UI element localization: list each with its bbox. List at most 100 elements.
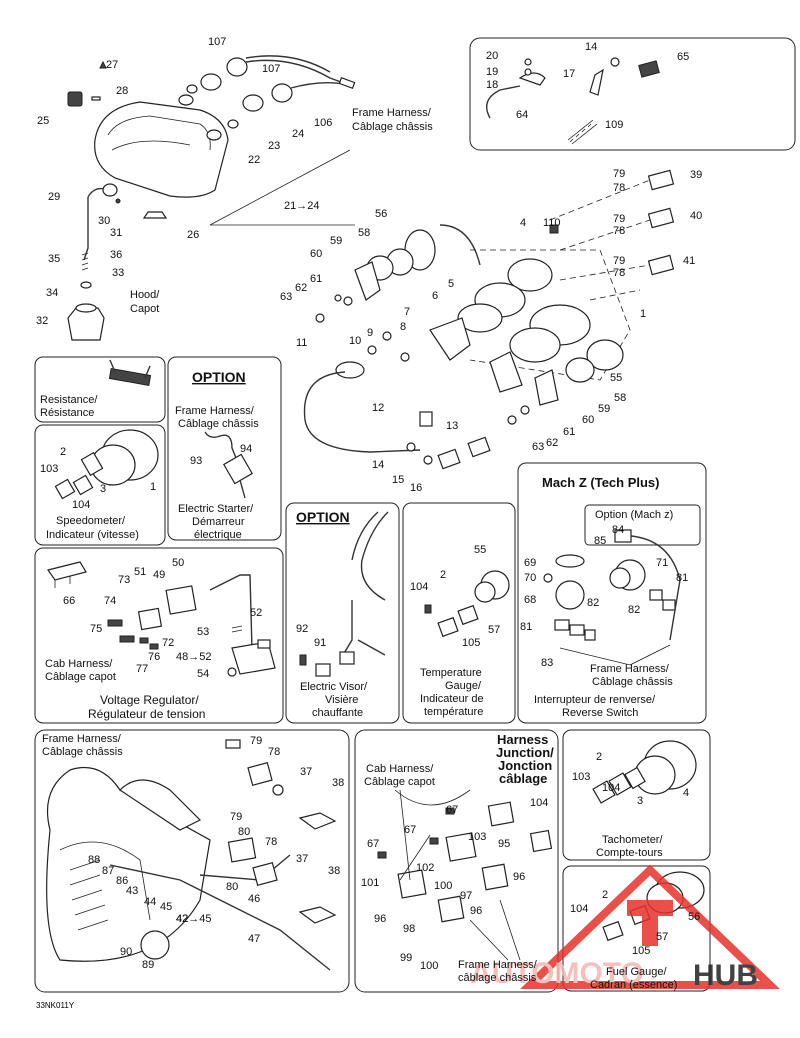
part-callout-13: 13 xyxy=(446,420,458,432)
part-callout-3-2: 3 xyxy=(637,795,643,807)
part-callout-61: 61 xyxy=(310,273,322,285)
part-callout-59: 59 xyxy=(330,235,342,247)
part-callout-14-2: 14 xyxy=(585,41,597,53)
part-callout-82: 82 xyxy=(587,597,599,609)
part-callout-96-3: 96 xyxy=(374,913,386,925)
part-callout-103-2: 103 xyxy=(40,463,58,475)
part-callout-9: 9 xyxy=(367,327,373,339)
mach-z-frame: Frame Harness/ xyxy=(590,663,670,675)
part-callout-107-2: 107 xyxy=(262,63,280,75)
part-callout-3: 3 xyxy=(100,483,106,495)
part-callout-28: 28 xyxy=(116,85,128,97)
tach-caption: Tachometer/ xyxy=(602,834,663,846)
part-callout-34: 34 xyxy=(46,287,58,299)
part-callout-100: 100 xyxy=(434,880,452,892)
junction-frame-fr: câblage châssis xyxy=(458,972,537,984)
voltage-caption: Voltage Regulator/ xyxy=(100,693,199,707)
bottom-frame-label: Frame Harness/ xyxy=(42,733,122,745)
part-callout-79-5: 79 xyxy=(230,811,242,823)
tach-caption-fr: Compte-tours xyxy=(596,847,663,859)
part-callout-70: 70 xyxy=(524,572,536,584)
mach-z-option: Option (Mach z) xyxy=(595,509,673,521)
part-callout-102: 102 xyxy=(416,862,434,874)
part-callout-50: 50 xyxy=(172,557,184,569)
part-callout-65: 65 xyxy=(677,51,689,63)
part-callout-105: 105 xyxy=(462,637,480,649)
part-callout-24: 24 xyxy=(292,128,304,140)
part-callout-64: 64 xyxy=(516,109,528,121)
part-callout-78-4: 78 xyxy=(268,746,280,758)
part-callout-58: 58 xyxy=(358,227,370,239)
part-callout-10: 10 xyxy=(349,335,361,347)
part-callout-91: 91 xyxy=(314,637,326,649)
part-callout-101: 101 xyxy=(361,877,379,889)
part-callout-78: 78 xyxy=(613,182,625,194)
part-callout-58-2: 58 xyxy=(614,392,626,404)
part-callout-79-3: 79 xyxy=(613,255,625,267)
diagram-code: 33NK011Y xyxy=(36,1001,75,1010)
part-callout-22: 22 xyxy=(248,154,260,166)
mach-z-frame-fr: Câblage châssis xyxy=(592,676,673,688)
part-callout-63-2: 63 xyxy=(532,441,544,453)
frame-harness-label: Frame Harness/ xyxy=(352,107,432,119)
part-callout-2-3: 2 xyxy=(596,751,602,763)
part-callout-4-2: 4 xyxy=(683,787,689,799)
part-callout-4: 4 xyxy=(520,217,526,229)
part-callout-38-2: 38 xyxy=(328,865,340,877)
reverse-caption2: Reverse Switch xyxy=(562,707,638,719)
hood-label-fr: Capot xyxy=(130,303,159,315)
part-callout-8: 8 xyxy=(400,321,406,333)
part-callout-75: 75 xyxy=(90,623,102,635)
part-callout-86: 86 xyxy=(116,875,128,887)
option-frame-label: Frame Harness/ xyxy=(175,405,255,417)
part-callout-80-2: 80 xyxy=(226,881,238,893)
part-callout-92: 92 xyxy=(296,623,308,635)
range-21-24: 21→24 xyxy=(284,200,319,212)
part-callout-29: 29 xyxy=(48,191,60,203)
part-callout-27: 27 xyxy=(106,59,118,71)
part-callout-55-2: 55 xyxy=(474,544,486,556)
temperature-box xyxy=(402,502,516,724)
hardware-box xyxy=(469,37,796,151)
part-callout-97: 97 xyxy=(460,890,472,902)
option-visor-box xyxy=(285,502,400,724)
temp-caption: Temperature xyxy=(420,667,482,679)
junction-frame: Frame Harness/ xyxy=(458,959,538,971)
part-callout-45: 45 xyxy=(160,901,172,913)
part-callout-59-2: 59 xyxy=(598,403,610,415)
part-callout-87: 87 xyxy=(102,865,114,877)
part-callout-72: 72 xyxy=(162,637,174,649)
part-callout-39: 39 xyxy=(690,169,702,181)
part-callout-63: 63 xyxy=(280,291,292,303)
part-callout-78-5: 78 xyxy=(265,836,277,848)
mach-z-box xyxy=(517,462,707,724)
part-callout-88: 88 xyxy=(88,854,100,866)
part-callout-67-2: 67 xyxy=(404,824,416,836)
watermark: AUTOMOTO HUB xyxy=(470,864,780,992)
part-callout-2-4: 2 xyxy=(602,889,608,901)
part-callout-11: 11 xyxy=(296,337,307,349)
part-callout-104-4: 104 xyxy=(602,782,620,794)
part-callout-6: 6 xyxy=(432,290,438,302)
part-callout-2: 2 xyxy=(60,446,66,458)
part-callout-85: 85 xyxy=(594,535,606,547)
part-callout-12: 12 xyxy=(372,402,384,414)
part-callout-51: 51 xyxy=(134,566,146,578)
fuel-caption-fr: Cadran (essence) xyxy=(590,979,677,991)
option-starter-box xyxy=(167,356,282,541)
part-callout-17: 17 xyxy=(563,68,575,80)
part-callout-56: 56 xyxy=(375,208,387,220)
fuel-caption: Fuel Gauge/ xyxy=(606,966,667,978)
part-callout-89: 89 xyxy=(142,959,154,971)
part-callout-95: 95 xyxy=(498,838,510,850)
part-callout-43: 43 xyxy=(126,885,138,897)
part-callout-73: 73 xyxy=(118,574,130,586)
part-callout-37: 37 xyxy=(300,766,312,778)
part-callout-94: 94 xyxy=(240,443,252,455)
part-callout-107: 107 xyxy=(208,36,226,48)
part-callout-103: 103 xyxy=(468,831,486,843)
resistance-box xyxy=(34,356,166,423)
cab-harness-label: Cab Harness/ xyxy=(45,658,113,670)
visor-caption-fr: Visière xyxy=(325,694,358,706)
